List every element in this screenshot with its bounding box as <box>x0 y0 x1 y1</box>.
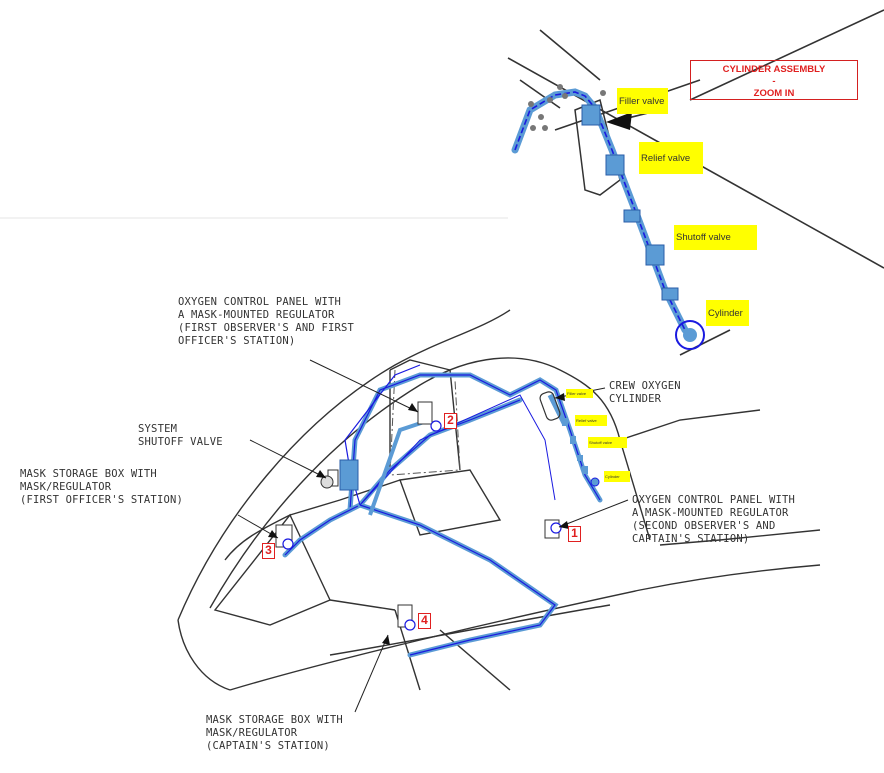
zoom-label-cylinder: Cylinder <box>706 300 749 326</box>
cockpit-piping <box>275 364 603 658</box>
callout-mask-storage-captain: MASK STORAGE BOX WITH MASK/REGULATOR (CA… <box>206 714 343 752</box>
callout-mask-storage-first-officer: MASK STORAGE BOX WITH MASK/REGULATOR (FI… <box>20 468 184 506</box>
callout-ocp-second-observer: OXYGEN CONTROL PANEL WITH A MASK-MOUNTED… <box>632 494 796 545</box>
zoom-title-line2: - <box>772 76 776 87</box>
tag-1: 1 <box>568 526 581 542</box>
small-label-relief-valve: Relief valve <box>575 415 607 426</box>
zoom-piping <box>511 84 705 350</box>
zoom-in-title-box: CYLINDER ASSEMBLY - ZOOM IN <box>690 60 858 100</box>
small-label-cylinder: Cylinder <box>604 471 630 482</box>
tag-2: 2 <box>444 413 457 429</box>
callout-system-shutoff-valve: SYSTEM SHUTOFF VALVE <box>138 423 223 448</box>
tag-4: 4 <box>418 613 431 629</box>
zoom-title-line3: ZOOM IN <box>753 88 795 99</box>
zoom-title-line1: CYLINDER ASSEMBLY <box>722 64 826 75</box>
zoom-label-relief-valve: Relief valve <box>639 142 703 174</box>
callout-ocp-first-observer: OXYGEN CONTROL PANEL WITH A MASK-MOUNTED… <box>178 296 355 347</box>
callout-crew-oxygen-cylinder: CREW OXYGEN CYLINDER <box>609 380 681 405</box>
zoom-label-filler-valve: Filler valve <box>617 88 668 114</box>
small-label-shutoff-valve: Shutoff valve <box>588 437 627 448</box>
tag-3: 3 <box>262 543 275 559</box>
zoom-label-shutoff-valve: Shutoff valve <box>674 225 757 250</box>
small-label-filler-valve: Filler valve <box>566 389 593 398</box>
